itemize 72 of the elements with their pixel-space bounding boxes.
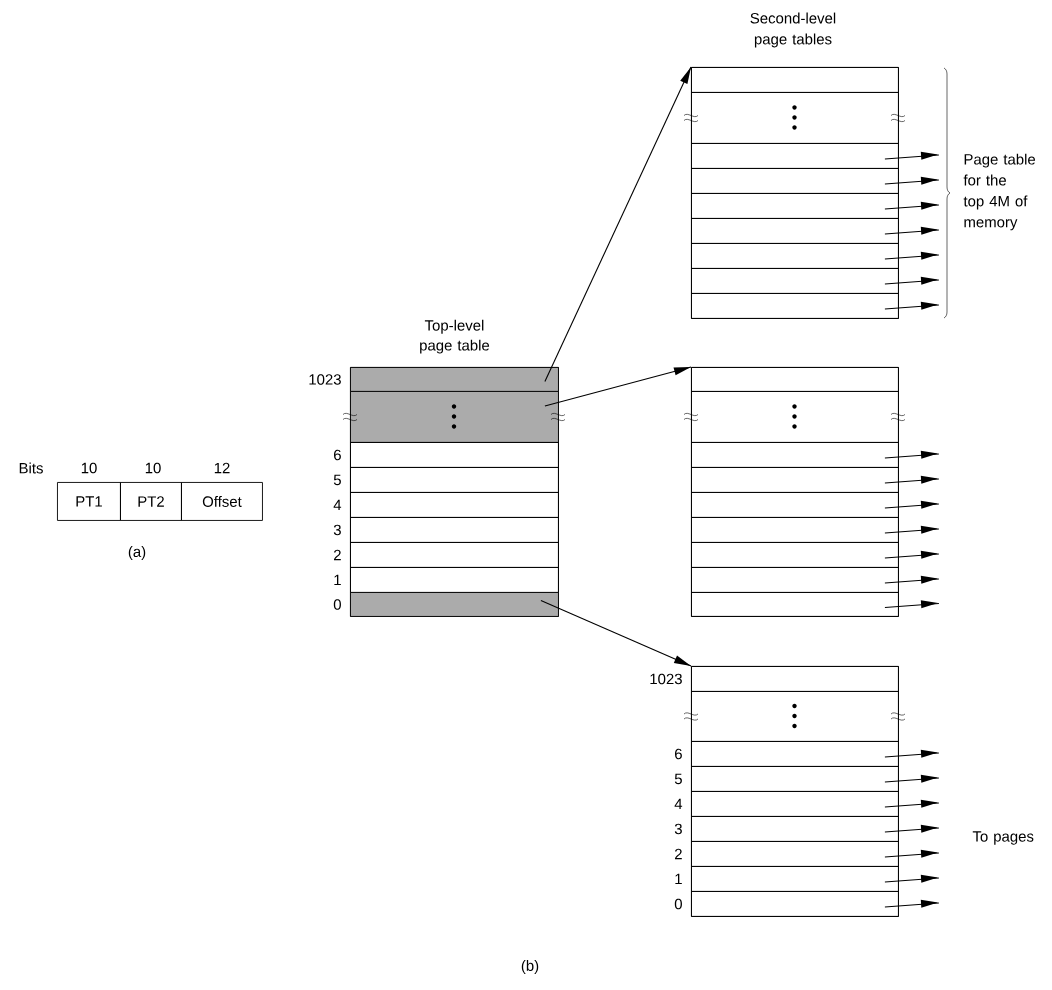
row-number: 1023 xyxy=(650,673,682,685)
address-field: PT1 xyxy=(57,482,121,521)
table-row xyxy=(691,143,899,169)
table-row xyxy=(691,391,899,443)
arrow xyxy=(884,475,940,484)
table-row xyxy=(691,67,899,93)
row-number: 1 xyxy=(334,574,341,586)
row-number: 6 xyxy=(675,748,682,760)
arrow xyxy=(884,201,940,210)
table-row xyxy=(691,442,899,468)
table-heading: Top-level page table xyxy=(420,319,490,354)
table-row xyxy=(691,367,899,392)
address-field: PT2 xyxy=(120,482,182,521)
arrow xyxy=(884,874,940,883)
arrow xyxy=(884,251,940,260)
arrow xyxy=(884,849,940,858)
table-row xyxy=(691,542,899,568)
arrow xyxy=(884,176,940,185)
row-number: 2 xyxy=(675,848,682,860)
arrow xyxy=(544,366,692,407)
arrow xyxy=(884,575,940,584)
arrow xyxy=(884,899,940,908)
arrow xyxy=(884,749,940,758)
row-number: 4 xyxy=(674,798,683,810)
bit-count: 10 xyxy=(145,462,161,474)
table-row xyxy=(691,218,899,244)
arrow xyxy=(884,276,940,285)
arrow xyxy=(884,774,940,783)
arrow xyxy=(884,500,940,509)
row-number: 5 xyxy=(674,773,682,785)
table-row xyxy=(691,243,899,269)
arrow xyxy=(544,66,692,382)
row-number: 1 xyxy=(675,873,682,885)
row-number: 4 xyxy=(333,499,342,511)
row-number: 6 xyxy=(334,449,341,461)
panel-label: (b) xyxy=(521,960,539,974)
arrow xyxy=(884,525,940,534)
bit-label: Bits xyxy=(19,462,43,474)
row-number: 3 xyxy=(674,823,682,835)
address-field: Offset xyxy=(181,482,263,521)
arrow xyxy=(884,151,940,160)
table-row xyxy=(691,691,899,742)
bit-count: 10 xyxy=(81,462,97,474)
arrow xyxy=(884,600,940,609)
bit-count: 12 xyxy=(214,462,230,474)
arrow xyxy=(884,550,940,559)
annotation: To pages xyxy=(972,831,1034,845)
table-row xyxy=(691,193,899,219)
row-number: 3 xyxy=(333,524,341,536)
table-row xyxy=(691,293,899,319)
brace-label: Page table for the top 4M of memory xyxy=(963,153,1036,231)
table-row xyxy=(691,567,899,593)
table-row xyxy=(691,467,899,493)
table-row xyxy=(691,268,899,294)
arrow xyxy=(540,599,692,667)
arrow xyxy=(884,301,940,310)
arrow xyxy=(884,824,940,833)
row-number: 2 xyxy=(334,549,341,561)
arrow xyxy=(884,226,940,235)
table-row xyxy=(691,492,899,518)
row-number: 1023 xyxy=(309,374,341,385)
row-number: 5 xyxy=(333,474,341,486)
table-row xyxy=(691,92,899,144)
table-row xyxy=(691,168,899,194)
row-number: 0 xyxy=(674,898,682,910)
column-heading: Second-level page tables xyxy=(750,12,836,48)
table-row xyxy=(691,592,899,617)
panel-label: (a) xyxy=(128,546,146,560)
table-row xyxy=(691,517,899,543)
arrow xyxy=(884,799,940,808)
row-number: 0 xyxy=(333,599,341,610)
arrow xyxy=(884,450,940,459)
